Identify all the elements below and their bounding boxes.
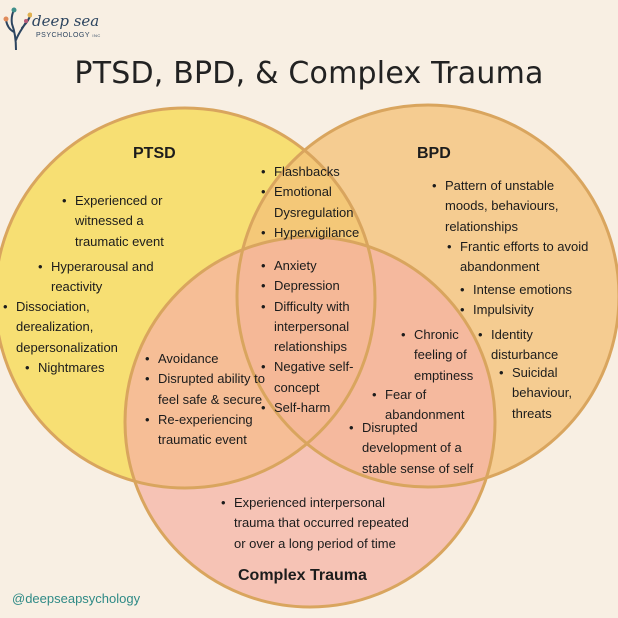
list-item: Negative self-concept xyxy=(260,357,375,398)
logo-name: deep sea xyxy=(32,12,100,30)
ptsd-list-2: Hyperarousal and reactivity xyxy=(37,257,177,298)
ptsd-complex-overlap-list: Avoidance Disrupted ability to feel safe… xyxy=(144,349,269,450)
complex-trauma-heading: Complex Trauma xyxy=(238,567,367,584)
ptsd-heading: PTSD xyxy=(133,145,176,162)
bpd-outline xyxy=(235,103,618,489)
list-item: Disrupted ability to feel safe & secure xyxy=(144,369,269,410)
list-item: Disrupted development of a stable sense … xyxy=(348,418,488,479)
logo-subtitle: PSYCHOLOGY INC xyxy=(36,32,101,39)
list-item: Re-experiencing traumatic event xyxy=(144,410,269,451)
coral-logo-icon xyxy=(3,7,33,51)
list-item: Experienced or witnessed a traumatic eve… xyxy=(61,191,186,252)
ptsd-list-3: Dissociation, derealization, depersonali… xyxy=(2,297,147,358)
list-item: Suicidal behaviour, threats xyxy=(498,363,588,424)
list-item: Difficulty with interpersonal relationsh… xyxy=(260,297,375,358)
list-item: Depression xyxy=(260,276,375,297)
bpd-complex-overlap-list: Chronic feeling of emptiness xyxy=(400,325,490,386)
ptsd-outline xyxy=(0,106,377,490)
bpd-list-3: Intense emotions Impulsivity xyxy=(459,280,589,321)
list-item: Anxiety xyxy=(260,256,375,277)
list-item: Avoidance xyxy=(144,349,269,370)
list-item: Dissociation, derealization, depersonali… xyxy=(2,297,147,358)
list-item: Intense emotions xyxy=(459,280,589,301)
bpd-complex-overlap-list-3: Disrupted development of a stable sense … xyxy=(348,418,488,479)
ptsd-list-4: Nightmares xyxy=(24,358,144,379)
list-item: Hypervigilance xyxy=(260,223,375,244)
social-handle: @deepseapsychology xyxy=(12,591,141,606)
list-item: Emotional Dysregulation xyxy=(260,182,375,223)
list-item: Impulsivity xyxy=(459,300,589,321)
list-item: Experienced interpersonal trauma that oc… xyxy=(220,493,420,554)
list-item: Flashbacks xyxy=(260,162,375,183)
list-item: Frantic efforts to avoid abandonment xyxy=(446,237,596,278)
complex-trauma-list: Experienced interpersonal trauma that oc… xyxy=(220,493,420,554)
list-item: Pattern of unstable moods, behaviours, r… xyxy=(431,176,581,237)
bpd-list-5: Suicidal behaviour, threats xyxy=(498,363,588,424)
ptsd-list: Experienced or witnessed a traumatic eve… xyxy=(61,191,186,252)
list-item: Identity disturbance xyxy=(477,325,562,366)
list-item: Self-harm xyxy=(260,398,375,419)
bpd-list-4: Identity disturbance xyxy=(477,325,562,366)
list-item: Nightmares xyxy=(24,358,144,379)
list-item: Hyperarousal and reactivity xyxy=(37,257,177,298)
bpd-heading: BPD xyxy=(417,145,451,162)
page-title: PTSD, BPD, & Complex Trauma xyxy=(74,56,544,91)
logo: deep sea PSYCHOLOGY INC xyxy=(2,6,112,51)
ptsd-bpd-overlap-list: Flashbacks Emotional Dysregulation Hyper… xyxy=(260,162,375,243)
all-three-overlap-list: Anxiety Depression Difficulty with inter… xyxy=(260,256,375,419)
list-item: Chronic feeling of emptiness xyxy=(400,325,490,386)
bpd-list-2: Frantic efforts to avoid abandonment xyxy=(446,237,596,278)
bpd-list: Pattern of unstable moods, behaviours, r… xyxy=(431,176,581,237)
